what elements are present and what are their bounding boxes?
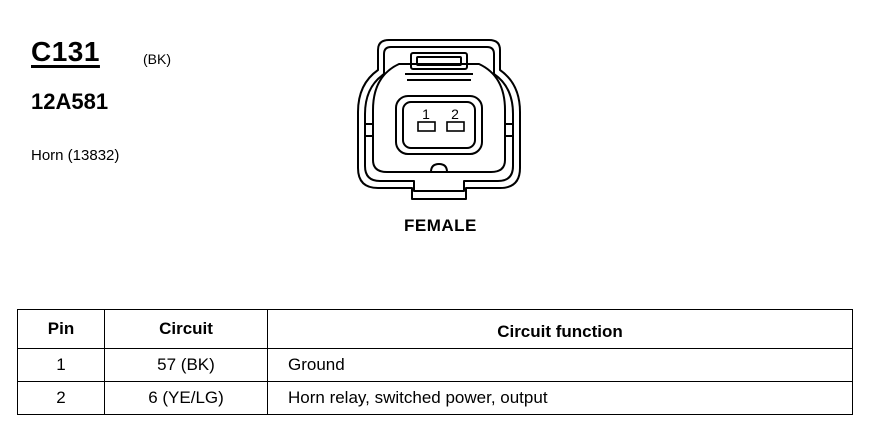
cell-pin: 1 — [17, 348, 105, 382]
pin-label-2: 2 — [451, 106, 459, 122]
pin-terminal-1 — [417, 121, 436, 132]
table-row: 2 6 (YE/LG) Horn relay, switched power, … — [17, 381, 853, 415]
cell-circuit-function: Horn relay, switched power, output — [267, 381, 853, 415]
pin-terminal-2 — [446, 121, 465, 132]
side-tab-right — [505, 123, 514, 137]
header-circuit-function: Circuit function — [267, 309, 853, 349]
header-circuit: Circuit — [104, 309, 268, 349]
connector-color-code: (BK) — [143, 51, 171, 67]
cell-circuit: 6 (YE/LG) — [104, 381, 268, 415]
connector-face-diagram: 1 2 — [357, 39, 521, 200]
connector-gender: FEMALE — [404, 216, 477, 235]
component-name: Horn (13832) — [31, 147, 120, 164]
pin-label-1: 1 — [422, 106, 430, 122]
side-tab-left — [364, 123, 373, 137]
table-header-row: Pin Circuit Circuit function — [17, 309, 853, 349]
connector-outer-housing — [357, 39, 521, 200]
polarization-key — [430, 163, 448, 173]
terminal-cavity — [395, 95, 483, 155]
cell-pin: 2 — [17, 381, 105, 415]
cell-circuit-function: Ground — [267, 348, 853, 382]
pinout-table: Pin Circuit Circuit function 1 57 (BK) G… — [17, 309, 853, 415]
table-row: 1 57 (BK) Ground — [17, 348, 853, 382]
part-number: 12A581 — [31, 89, 109, 114]
connector-id: C131 — [31, 36, 100, 67]
locking-latch — [410, 52, 468, 70]
cell-circuit: 57 (BK) — [104, 348, 268, 382]
header-pin: Pin — [17, 309, 105, 349]
